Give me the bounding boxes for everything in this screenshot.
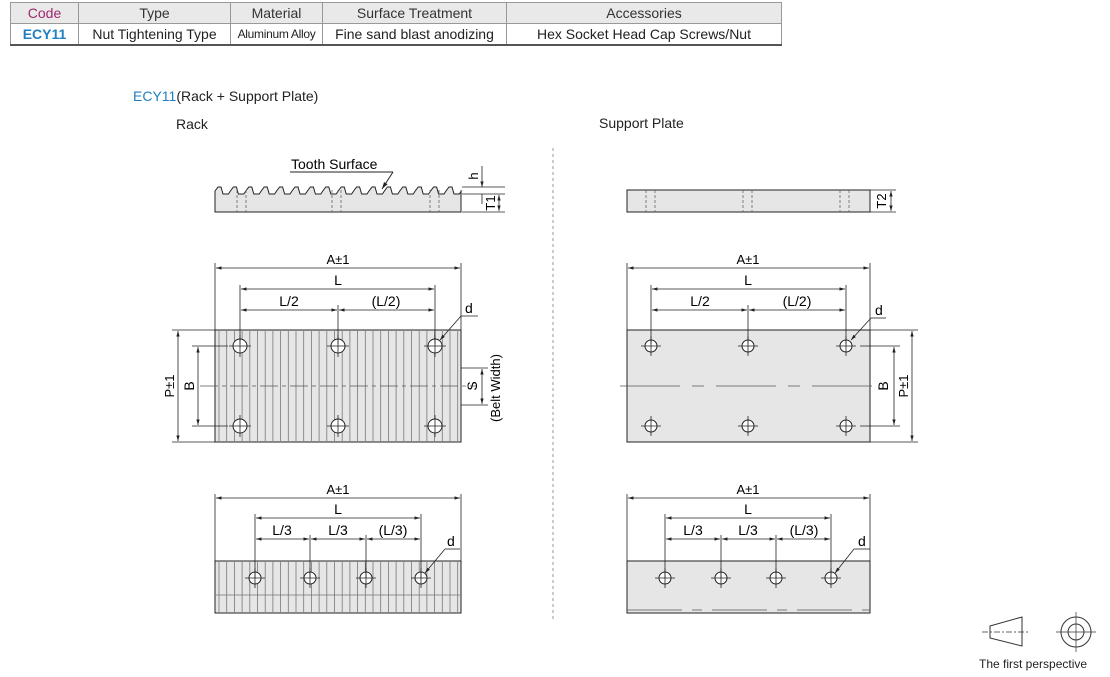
- rack-top-view: A±1 L L/2 (L/2) d P±1 B S (Belt Width): [162, 252, 503, 443]
- dim-l2p: (L/2): [372, 293, 401, 309]
- heading-code: ECY11: [133, 88, 177, 104]
- col-code: Code: [10, 2, 79, 24]
- dim-d: d: [447, 533, 455, 549]
- cell-surface: Fine sand blast anodizing: [322, 23, 507, 46]
- dim-l3: L/3: [272, 522, 292, 538]
- dim-a: A±1: [736, 482, 759, 497]
- dim-d: d: [875, 302, 883, 318]
- dim-l3: L/3: [328, 522, 348, 538]
- col-material: Material: [230, 2, 323, 24]
- rack-tooth-profile: [214, 186, 463, 213]
- dim-l: L: [334, 501, 342, 517]
- dim-d: d: [858, 533, 866, 549]
- support-bottom-view: A±1 L L/3 L/3 (L/3) d: [626, 482, 871, 614]
- tooth-surface-label: Tooth Surface: [291, 156, 378, 172]
- mounting-hole: [836, 336, 856, 356]
- mounting-hole: [327, 415, 349, 437]
- dim-l2: L/2: [279, 293, 299, 309]
- dim-l: L: [744, 501, 752, 517]
- dim-p: P±1: [896, 374, 911, 397]
- dim-l2p: (L/2): [783, 293, 812, 309]
- dim-l3p: (L/3): [790, 522, 819, 538]
- col-accessories: Accessories: [506, 2, 782, 24]
- rack-title: Rack: [176, 116, 208, 132]
- dim-a: A±1: [326, 482, 349, 497]
- dim-l: L: [334, 272, 342, 288]
- dim-l: L: [744, 272, 752, 288]
- dim-a: A±1: [326, 252, 349, 267]
- dim-b: B: [875, 381, 891, 390]
- dim-l3p: (L/3): [379, 522, 408, 538]
- spec-table: Code Type Material Surface Treatment Acc…: [10, 2, 782, 46]
- perspective-label: The first perspective: [979, 657, 1088, 671]
- dim-a: A±1: [736, 252, 759, 267]
- dim-b: B: [181, 381, 197, 390]
- section-heading: ECY11(Rack + Support Plate): [133, 88, 318, 104]
- dim-s: S: [464, 381, 480, 390]
- col-surface: Surface Treatment: [322, 2, 507, 24]
- dim-t2: T2: [874, 193, 889, 208]
- dim-d: d: [465, 300, 473, 316]
- mounting-hole: [424, 415, 446, 437]
- belt-width-label: (Belt Width): [488, 354, 503, 422]
- support-plate-title: Support Plate: [599, 115, 684, 131]
- dim-l3: L/3: [738, 522, 758, 538]
- support-side-view: T2: [626, 189, 896, 213]
- rack-bottom-view: A±1 L L/3 L/3 (L/3) d: [214, 482, 462, 614]
- mounting-hole: [229, 415, 251, 437]
- dim-t1: T1: [483, 195, 498, 210]
- col-type: Type: [78, 2, 231, 24]
- mounting-hole: [641, 416, 661, 436]
- table-header-row: Code Type Material Surface Treatment Acc…: [10, 2, 782, 24]
- dim-h: h: [466, 172, 481, 179]
- heading-text: (Rack + Support Plate): [176, 88, 319, 104]
- dim-p: P±1: [162, 374, 177, 397]
- dim-l2: L/2: [690, 293, 710, 309]
- mounting-hole: [836, 416, 856, 436]
- cell-code: ECY11: [10, 23, 79, 46]
- table-row: ECY11 Nut Tightening Type Aluminum Alloy…: [10, 23, 782, 46]
- dim-l3: L/3: [683, 522, 703, 538]
- rack-side-view: Tooth Surface h T1: [214, 156, 505, 213]
- first-angle-projection-icon: [982, 612, 1096, 652]
- support-top-view: A±1 L L/2 (L/2) d B P±1: [620, 252, 918, 443]
- cell-accessories: Hex Socket Head Cap Screws/Nut: [506, 23, 782, 46]
- mounting-hole: [641, 336, 661, 356]
- cell-material: Aluminum Alloy: [230, 23, 323, 46]
- mounting-hole: [738, 416, 758, 436]
- cell-type: Nut Tightening Type: [78, 23, 231, 46]
